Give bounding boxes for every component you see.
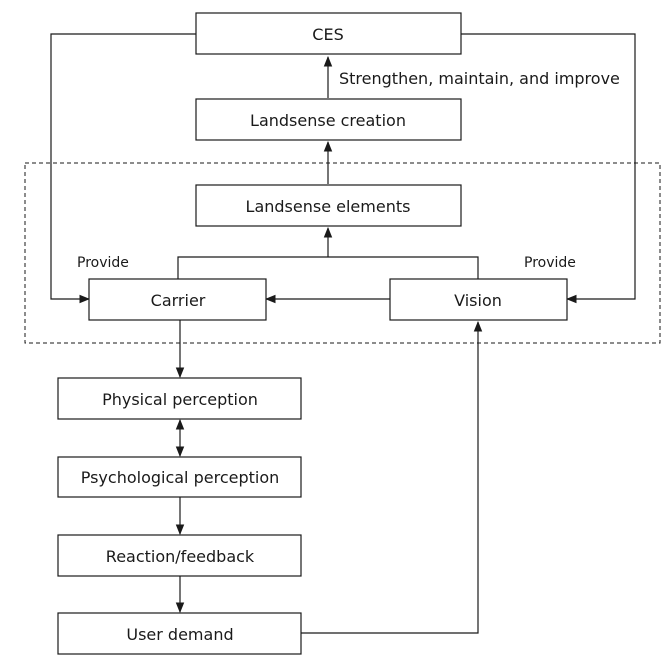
node-vision-label: Vision bbox=[454, 291, 502, 310]
landsense-group-region bbox=[24, 162, 661, 344]
node-carrier-label: Carrier bbox=[151, 291, 206, 310]
node-psychological-perception-box bbox=[57, 456, 302, 498]
node-psychological-perception-label: Psychological perception bbox=[81, 468, 280, 487]
node-physical-perception-box bbox=[57, 377, 302, 420]
node-vision-box bbox=[389, 278, 568, 321]
node-ces: CES bbox=[195, 12, 462, 55]
node-landsense-creation-label: Landsense creation bbox=[250, 111, 406, 130]
node-landsense-elements-box bbox=[195, 184, 462, 227]
node-landsense-elements-label: Landsense elements bbox=[246, 197, 411, 216]
edge-ces-provide-carrier bbox=[50, 33, 196, 304]
node-landsense-creation-box bbox=[195, 98, 462, 141]
edge-label-strengthen: Strengthen, maintain, and improve bbox=[339, 69, 620, 88]
node-ces-box bbox=[195, 12, 462, 55]
node-psychological-perception: Psychological perception bbox=[57, 456, 302, 498]
node-user-demand: User demand bbox=[57, 612, 302, 655]
node-vision: Vision bbox=[389, 278, 568, 321]
node-user-demand-label: User demand bbox=[126, 625, 233, 644]
node-physical-perception: Physical perception bbox=[57, 377, 302, 420]
node-landsense-elements: Landsense elements bbox=[195, 184, 462, 227]
edge-ces-provide-vision bbox=[461, 33, 636, 304]
edge-label-provide-right: Provide bbox=[524, 255, 576, 271]
node-physical-perception-label: Physical perception bbox=[102, 390, 258, 409]
edge-demand-to-vision bbox=[301, 320, 483, 634]
node-carrier: Carrier bbox=[88, 278, 267, 321]
node-user-demand-box bbox=[57, 612, 302, 655]
node-reaction-feedback-box bbox=[57, 534, 302, 577]
node-carrier-box bbox=[88, 278, 267, 321]
edge-label-provide-left: Provide bbox=[77, 255, 129, 271]
node-reaction-feedback: Reaction/feedback bbox=[57, 534, 302, 577]
node-reaction-feedback-label: Reaction/feedback bbox=[106, 547, 255, 566]
node-ces-label: CES bbox=[312, 25, 343, 44]
node-landsense-creation: Landsense creation bbox=[195, 98, 462, 141]
edge-carrier-vision-join bbox=[177, 256, 479, 280]
